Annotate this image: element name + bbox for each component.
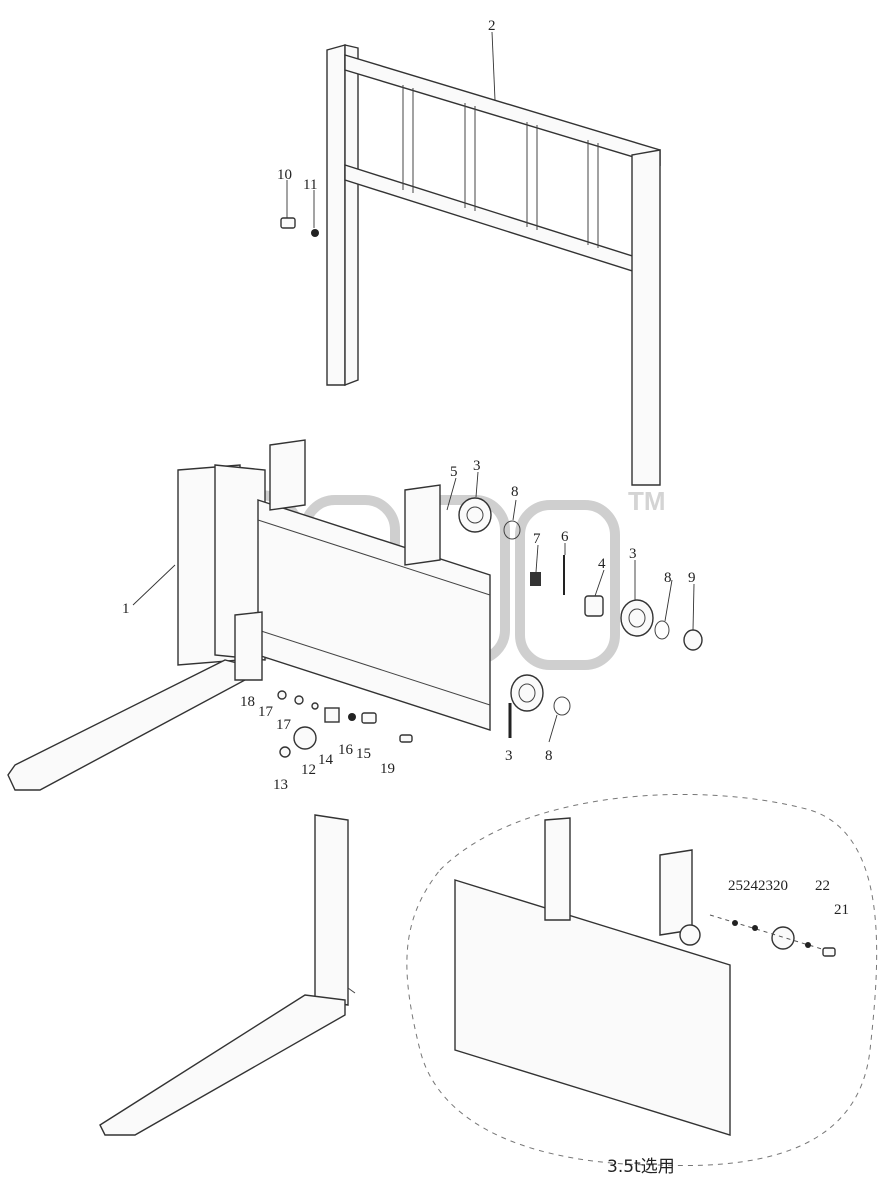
washer-9: [683, 629, 703, 651]
callout-2: 2: [488, 18, 496, 34]
callout-11: 11: [303, 177, 317, 193]
block-4: [584, 595, 604, 617]
callout-21: 21: [834, 902, 849, 918]
bolt-10: [280, 217, 296, 229]
callout-7: 7: [533, 531, 541, 547]
callout-4: 4: [598, 556, 606, 572]
load-backrest-frame: [326, 44, 661, 486]
callout-18: 18: [240, 694, 255, 710]
callout-15: 15: [356, 746, 371, 762]
callout-3a: 3: [473, 458, 481, 474]
callout-8c: 8: [545, 748, 553, 764]
fork-lower: [99, 814, 356, 1136]
callout-5: 5: [450, 464, 458, 480]
option-region: [406, 793, 878, 1167]
callout-20: 20: [773, 878, 788, 894]
callout-24: 24: [743, 878, 759, 894]
callout-3c: 3: [505, 748, 513, 764]
callout-8a: 8: [511, 484, 519, 500]
callout-25: 25: [728, 878, 743, 894]
ring-8c: [553, 696, 571, 716]
callout-17b: 17: [276, 717, 292, 733]
roller-3b: [620, 599, 654, 637]
callout-3b: 3: [629, 546, 637, 562]
callout-19: 19: [380, 761, 395, 777]
callout-9: 9: [688, 570, 696, 586]
roller-3c: [510, 674, 544, 712]
roller-3a: [458, 497, 492, 533]
pin-7: [530, 572, 541, 586]
option-caption: 3.5t选用: [607, 1157, 675, 1177]
callout-13: 13: [273, 777, 288, 793]
callout-labels: 2 10 11 1 5 3 8 7 6 4 3 8 9 3 8 18 17 17…: [122, 18, 849, 1177]
callout-23: 23: [758, 878, 773, 894]
ring-8b: [654, 620, 670, 640]
leader-lines: [132, 31, 695, 743]
callout-17a: 17: [258, 704, 274, 720]
callout-12: 12: [301, 762, 316, 778]
callout-14: 14: [318, 752, 334, 768]
callout-8b: 8: [664, 570, 672, 586]
callout-16: 16: [338, 742, 354, 758]
callout-22: 22: [815, 878, 830, 894]
hardware-group: [277, 690, 413, 758]
ring-11: [311, 229, 319, 237]
ring-8a: [503, 520, 521, 540]
callout-6: 6: [561, 529, 569, 545]
callout-1: 1: [122, 601, 130, 617]
fork-carriage: [177, 439, 491, 731]
watermark-tm: TM: [628, 486, 666, 516]
callout-10: 10: [277, 167, 292, 183]
fork-upper: [7, 611, 263, 791]
